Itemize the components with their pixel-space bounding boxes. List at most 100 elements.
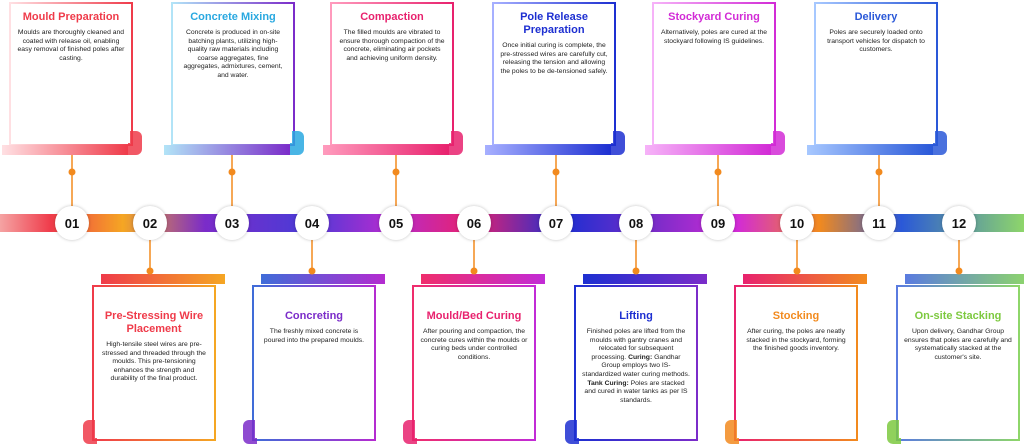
step-description-emphasis: Curing:	[628, 353, 653, 361]
card-curl	[771, 131, 785, 155]
connector-dot	[308, 267, 316, 275]
card-ribbon	[261, 274, 385, 284]
step-description-text: Poles are securely loaded onto transport…	[827, 29, 925, 54]
step-description-text: After curing, the poles are neatly stack…	[746, 328, 846, 353]
step-description-text: The filled moulds are vibrated to ensure…	[339, 29, 445, 62]
step-description: The filled moulds are vibrated to ensure…	[338, 29, 446, 63]
step-number-badge: 06	[457, 206, 491, 240]
card-curl	[290, 131, 304, 155]
step-title: Compaction	[360, 11, 424, 23]
step-description: Upon delivery, Gandhar Group ensures tha…	[904, 328, 1012, 362]
step-description: Alternatively, poles are cured at the st…	[660, 29, 768, 46]
card-frame	[412, 285, 536, 441]
step-title: Stocking	[772, 310, 820, 322]
card-ribbon	[421, 274, 545, 284]
connector-dot	[875, 168, 883, 176]
card-ribbon	[485, 145, 611, 155]
card-curl	[83, 420, 97, 444]
card-ribbon	[645, 145, 771, 155]
step-title: Pole Release Preparation	[520, 11, 588, 36]
connector-dot	[632, 267, 640, 275]
connector-dot	[714, 168, 722, 176]
step-number-badge: 04	[295, 206, 329, 240]
connector-dot	[146, 267, 154, 275]
step-description: Moulds are thoroughly cleaned and coated…	[17, 29, 125, 63]
step-description-text: Concrete is produced in on-site batching…	[183, 29, 283, 79]
card-frame	[896, 285, 1020, 441]
step-description-text: Once initial curing is complete, the pre…	[500, 42, 608, 75]
connector-dot	[955, 267, 963, 275]
step-title: Mould Preparation	[22, 11, 120, 23]
step-description: Once initial curing is complete, the pre…	[500, 42, 608, 76]
step-title: On-site Stacking	[914, 310, 1002, 322]
step-description-text: High-tensile steel wires are pre-stresse…	[102, 341, 206, 383]
card-curl	[725, 420, 739, 444]
step-number-badge: 09	[701, 206, 735, 240]
connector-dot	[793, 267, 801, 275]
card-curl	[611, 131, 625, 155]
step-description: Poles are securely loaded onto transport…	[822, 29, 930, 55]
connector-dot	[392, 168, 400, 176]
step-description: High-tensile steel wires are pre-stresse…	[100, 341, 208, 384]
card-ribbon	[743, 274, 867, 284]
card-curl	[449, 131, 463, 155]
step-description: The freshly mixed concrete is poured int…	[260, 328, 368, 345]
card-ribbon	[905, 274, 1024, 284]
card-curl	[887, 420, 901, 444]
step-title: Stockyard Curing	[668, 11, 760, 23]
step-number-badge: 07	[539, 206, 573, 240]
step-description-text: Gandhar Group employs two IS-standardize…	[582, 353, 690, 378]
card-curl	[243, 420, 257, 444]
step-description: After pouring and compaction, the concre…	[420, 328, 528, 362]
step-title: Mould/Bed Curing	[426, 310, 522, 322]
step-number-badge: 02	[133, 206, 167, 240]
connector-dot	[552, 168, 560, 176]
card-curl	[128, 131, 142, 155]
step-description-text: Finished poles are lifted from the mould…	[586, 328, 686, 361]
connector-dot	[68, 168, 76, 176]
step-title: Delivery	[854, 11, 898, 23]
step-description: Concrete is produced in on-site batching…	[179, 29, 287, 81]
step-number-badge: 10	[780, 206, 814, 240]
card-ribbon	[101, 274, 225, 284]
step-description: After curing, the poles are neatly stack…	[742, 328, 850, 354]
step-description-text: Alternatively, poles are cured at the st…	[660, 29, 768, 45]
card-frame	[574, 285, 698, 441]
card-frame	[252, 285, 376, 441]
card-ribbon	[807, 145, 933, 155]
card-curl	[565, 420, 579, 444]
card-ribbon	[164, 145, 290, 155]
step-description-text: Upon delivery, Gandhar Group ensures tha…	[904, 328, 1012, 361]
step-number-badge: 08	[619, 206, 653, 240]
step-number-badge: 01	[55, 206, 89, 240]
step-number-badge: 03	[215, 206, 249, 240]
step-title: Concreting	[284, 310, 344, 322]
connector-dot	[470, 267, 478, 275]
card-ribbon	[583, 274, 707, 284]
card-frame	[734, 285, 858, 441]
connector-dot	[228, 168, 236, 176]
card-ribbon	[323, 145, 449, 155]
card-curl	[403, 420, 417, 444]
card-ribbon	[2, 145, 128, 155]
step-description-text: Moulds are thoroughly cleaned and coated…	[17, 29, 125, 62]
step-number-badge: 05	[379, 206, 413, 240]
step-number-badge: 12	[942, 206, 976, 240]
card-frame	[92, 285, 216, 441]
step-number-badge: 11	[862, 206, 896, 240]
step-title: Lifting	[619, 310, 653, 322]
step-description-emphasis: Tank Curing:	[587, 379, 629, 387]
step-description-text: Poles are stacked and cured in water tan…	[584, 379, 688, 404]
